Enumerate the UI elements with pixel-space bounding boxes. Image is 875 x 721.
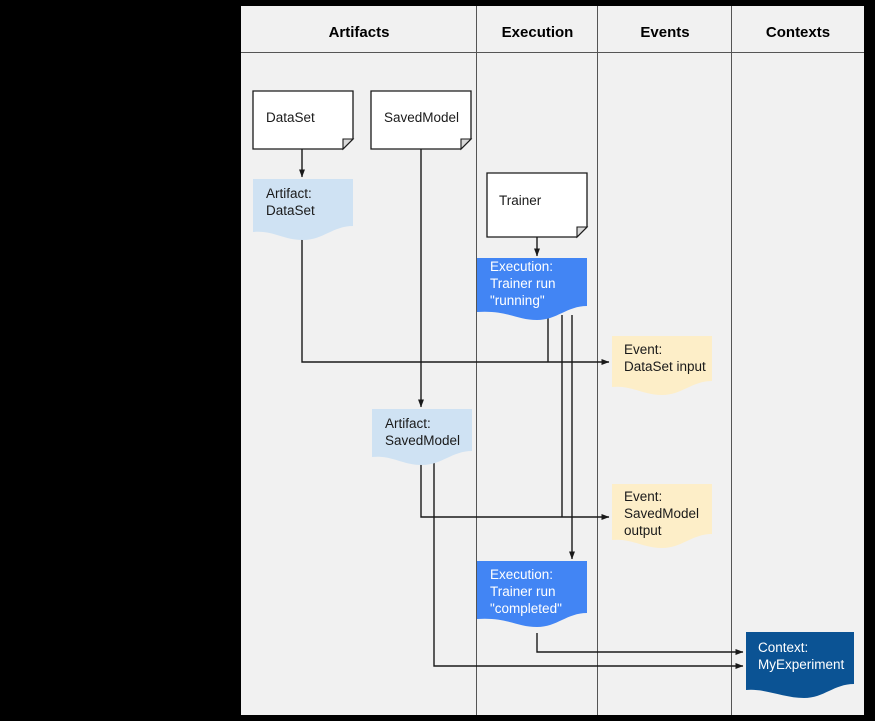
- execution-running-shape[interactable]: [477, 258, 587, 320]
- node-context-myexperiment[interactable]: [746, 632, 854, 698]
- node-type-trainer[interactable]: [486, 172, 589, 239]
- column-header-execution: Execution: [501, 24, 574, 41]
- artifact-savedmodel-shape[interactable]: [372, 409, 472, 465]
- type-dataset-shape[interactable]: [252, 90, 354, 150]
- diagram-canvas: Artifacts Execution Events Contexts Data…: [241, 6, 864, 715]
- node-type-savedmodel[interactable]: [370, 90, 473, 151]
- edge-artifact-savedmodel-to-context: [433, 461, 744, 669]
- node-execution-completed[interactable]: [477, 561, 587, 627]
- event-savedmodel-output-shape[interactable]: [612, 484, 712, 548]
- context-myexperiment-shape[interactable]: [746, 632, 854, 698]
- node-event-savedmodel-output[interactable]: [612, 484, 712, 548]
- type-trainer-fold-icon: [576, 226, 589, 239]
- diagram-vector-layer: [241, 6, 864, 715]
- artifact-dataset-shape[interactable]: [253, 179, 353, 240]
- type-dataset-fold-icon: [342, 138, 355, 151]
- edge-artifact-dataset-to-event-dataset-input: [301, 236, 610, 365]
- edge-artifact-savedmodel-to-event-savedmodel-output: [420, 461, 610, 520]
- node-type-dataset[interactable]: [252, 90, 355, 151]
- execution-completed-shape[interactable]: [477, 561, 587, 627]
- node-artifact-savedmodel[interactable]: [372, 409, 472, 465]
- node-execution-running[interactable]: [477, 258, 587, 320]
- event-dataset-input-shape[interactable]: [612, 336, 712, 395]
- column-header-contexts: Contexts: [765, 24, 831, 41]
- type-savedmodel-fold-icon: [460, 138, 473, 151]
- type-trainer-shape[interactable]: [486, 172, 588, 238]
- column-header-artifacts: Artifacts: [328, 24, 390, 41]
- node-event-dataset-input[interactable]: [612, 336, 712, 395]
- column-header-events: Events: [640, 24, 690, 41]
- edge-execution-completed-to-context: [536, 633, 744, 655]
- type-savedmodel-shape[interactable]: [370, 90, 472, 150]
- node-artifact-dataset[interactable]: [253, 179, 353, 240]
